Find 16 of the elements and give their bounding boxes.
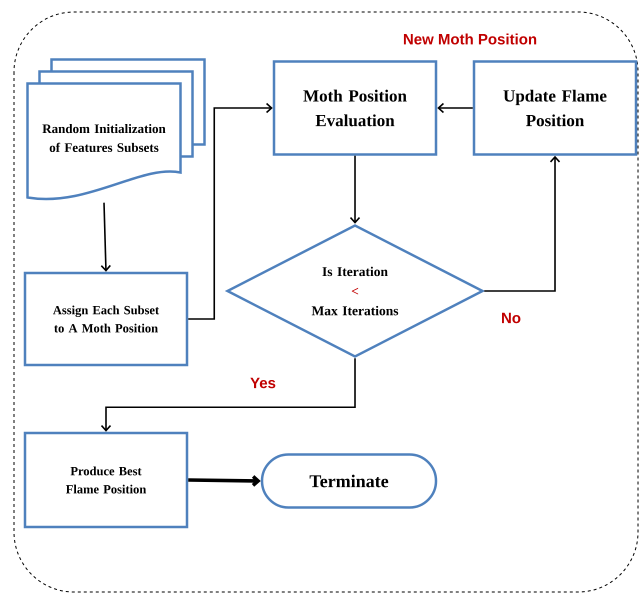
- terminator: Terminate: [260, 453, 438, 509]
- arrow: [188, 102, 273, 320]
- edge-label: No: [500, 312, 522, 324]
- process-box: Produce Best Flame Position: [24, 432, 188, 528]
- process-box: Update Flame Position: [472, 60, 638, 156]
- loop-label: New Moth Position: [404, 34, 536, 44]
- arrow: [188, 475, 261, 487]
- document-stack: Random Initialization of Features Subsets: [26, 58, 206, 200]
- process-box: Assign Each Subset to A Moth Position: [24, 272, 188, 366]
- process-box: Moth Position Evaluation: [272, 60, 438, 156]
- edge-label: Yes: [249, 376, 277, 390]
- arrow: [484, 156, 560, 292]
- arrow: [100, 202, 111, 272]
- arrow: [350, 156, 360, 224]
- arrow: [437, 102, 473, 114]
- arrow: [100, 358, 356, 432]
